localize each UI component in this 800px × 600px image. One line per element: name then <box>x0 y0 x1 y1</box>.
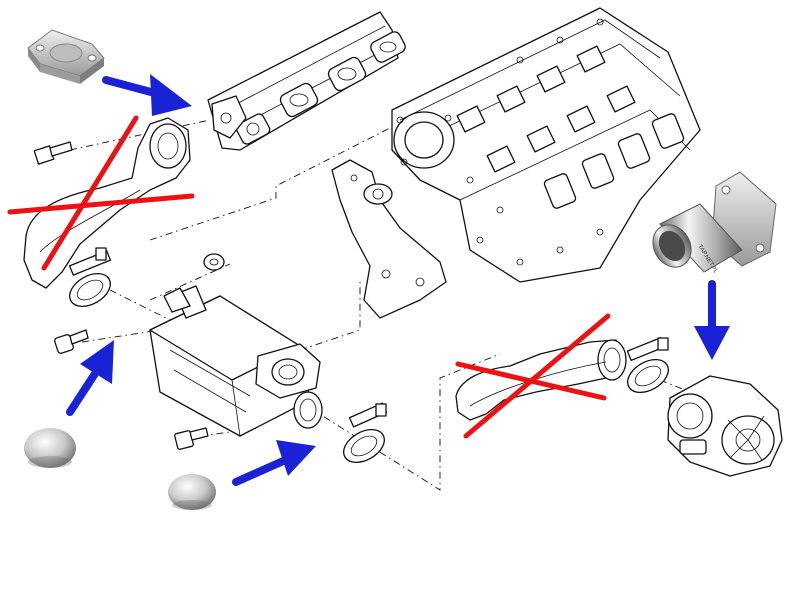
blanking-plug-icon-1 <box>24 428 76 468</box>
washer <box>203 253 225 271</box>
manifold-port-3 <box>327 56 367 92</box>
cam-towers <box>456 45 636 173</box>
exhaust-manifold <box>207 11 406 151</box>
blue-arrow-plug-1 <box>66 340 114 416</box>
bolt-top <box>33 141 73 165</box>
blanking-plate-icon <box>27 29 105 84</box>
cylinder-head <box>391 7 701 283</box>
bolt-middle <box>54 329 89 354</box>
blue-arrow-tube <box>694 280 730 360</box>
cooler-outlet-flange <box>255 343 321 399</box>
egr-bypass-tube-icon: TAP.NET.PL <box>652 171 777 275</box>
hose-clamp-lower <box>343 402 388 464</box>
blue-arrow-plug-2 <box>232 440 316 486</box>
cooler-inlet <box>293 391 323 429</box>
egr-valve <box>667 375 783 477</box>
intake-ports <box>543 113 685 209</box>
manifold-port-1 <box>235 113 271 145</box>
removed-part-cross-upper <box>7 115 195 271</box>
bolt-lower <box>174 427 209 450</box>
removed-part-cross-lower <box>455 313 611 439</box>
egr-cooler <box>149 285 323 437</box>
blanking-plug-icon-2 <box>168 474 216 510</box>
egr-pipe-lower <box>455 339 627 421</box>
mounting-bracket <box>331 159 447 319</box>
blue-arrow-plate <box>102 74 192 116</box>
head-egr-flange <box>393 111 455 169</box>
manifold-port-2 <box>279 82 319 118</box>
hose-clamp-right <box>626 336 669 394</box>
hose-clamp-upper <box>68 247 112 308</box>
manifold-port-4 <box>370 31 406 63</box>
